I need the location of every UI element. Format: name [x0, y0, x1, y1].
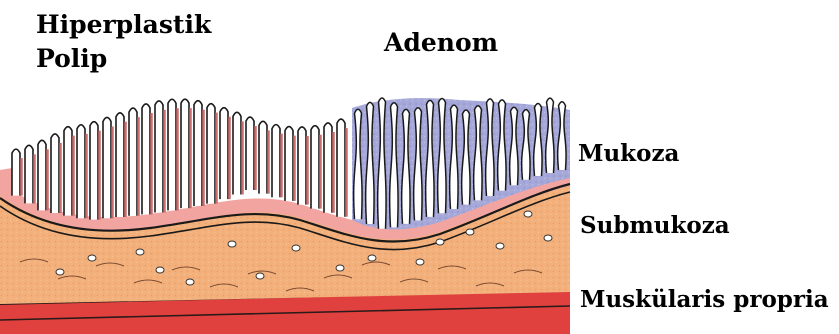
submucosa-label: Submukoza [580, 212, 730, 239]
crypt [155, 101, 163, 213]
adenoma-gland [558, 102, 566, 170]
adenoma-gland [546, 98, 554, 173]
submucosa-vessel [88, 255, 96, 261]
submucosa-vessel [436, 239, 444, 245]
crypt [337, 119, 345, 217]
crypt [90, 122, 98, 220]
crypt [51, 134, 59, 213]
mucosa-label: Mukoza [578, 140, 679, 167]
submucosa-vessel [136, 249, 144, 255]
submucosa-vessel [256, 273, 264, 279]
crypt [116, 113, 124, 217]
adenoma-gland [498, 100, 506, 191]
crypt [12, 149, 20, 195]
crypt [246, 117, 254, 190]
crypt [311, 126, 319, 209]
adenoma-gland [366, 102, 374, 224]
submucosa-vessel [368, 255, 376, 261]
crypt [77, 125, 85, 218]
crypt [142, 104, 150, 214]
submucosa-vessel [56, 269, 64, 275]
hyperplastic-polyp-label-line2: Polip [36, 44, 107, 73]
submucosa-vessel [228, 241, 236, 247]
crypt [194, 101, 202, 206]
adenoma-gland [426, 100, 434, 217]
adenoma-gland [354, 109, 362, 219]
crypt [259, 121, 267, 193]
adenoma-label: Adenom [384, 28, 498, 57]
hyperplastic-polyp-label-line1: Hiperplastik [36, 10, 211, 39]
crypt [285, 127, 293, 201]
adenoma-gland [462, 110, 470, 205]
crypt [220, 108, 228, 199]
crypt [233, 112, 241, 194]
crypt [25, 145, 33, 203]
crypt [181, 99, 189, 208]
crypt [38, 140, 46, 210]
submucosa-vessel [416, 259, 424, 265]
adenoma-gland [450, 105, 458, 209]
crypt [207, 104, 215, 204]
adenoma-gland [414, 108, 422, 221]
crypt [129, 108, 137, 216]
adenoma-gland [402, 109, 410, 223]
crypts-group [12, 99, 347, 219]
crypt [272, 125, 280, 198]
crypt [324, 123, 332, 213]
adenoma-gland [438, 99, 446, 214]
adenoma-gland [510, 107, 518, 185]
crypt [64, 127, 72, 216]
submucosa-vessel [292, 245, 300, 251]
submucosa-vessel [496, 243, 504, 249]
adenoma-gland [534, 103, 542, 176]
submucosa-vessel [336, 265, 344, 271]
submucosa-vessel [186, 279, 194, 285]
crypt [298, 127, 306, 205]
submucosa-vessel [466, 229, 474, 235]
muscularis-propria-label: Muskülaris propria [580, 286, 829, 313]
submucosa-vessel [524, 211, 532, 217]
adenoma-gland [522, 110, 530, 180]
crypt [103, 117, 111, 218]
adenoma-gland [486, 99, 494, 196]
submucosa-vessel [544, 235, 552, 241]
submucosa-vessel [156, 267, 164, 273]
adenoma-gland [474, 106, 482, 201]
crypt [168, 99, 176, 210]
